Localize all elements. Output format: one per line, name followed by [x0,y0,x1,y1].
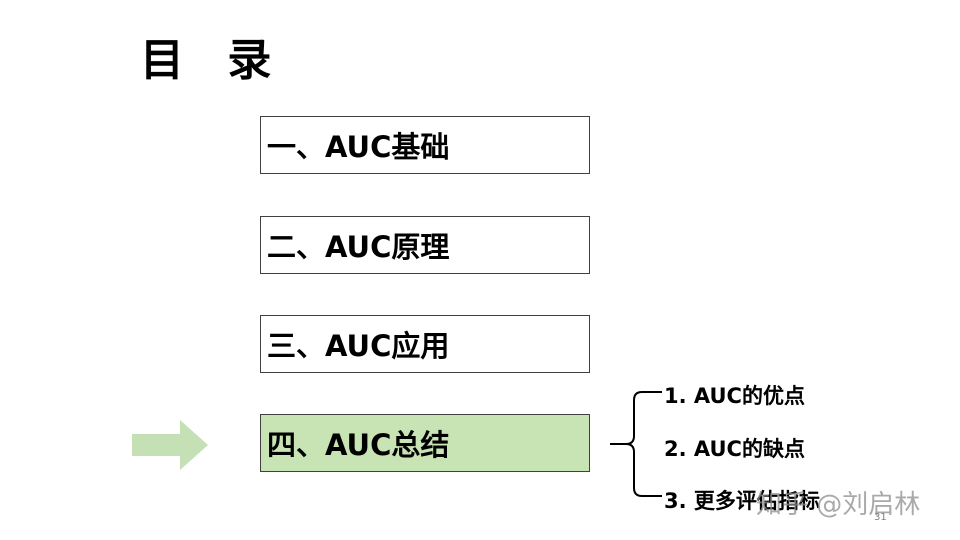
sub-item-disadvantages: 2. AUC的缺点 [664,437,805,461]
section-box-3: 三、AUC应用 [260,315,590,373]
section-box-1: 一、AUC基础 [260,116,590,174]
sub-item-more-metrics: 3. 更多评估指标 [664,489,820,513]
sub-items-bracket [610,391,662,497]
watermark: 知乎 @刘启林 [756,490,921,520]
current-section-arrow-icon [132,420,208,470]
sub-item-advantages: 1. AUC的优点 [664,384,805,408]
slide-title: 目 录 [140,35,286,86]
page-number: 31 [874,512,887,523]
section-box-2: 二、AUC原理 [260,216,590,274]
section-box-4-current: 四、AUC总结 [260,414,590,472]
